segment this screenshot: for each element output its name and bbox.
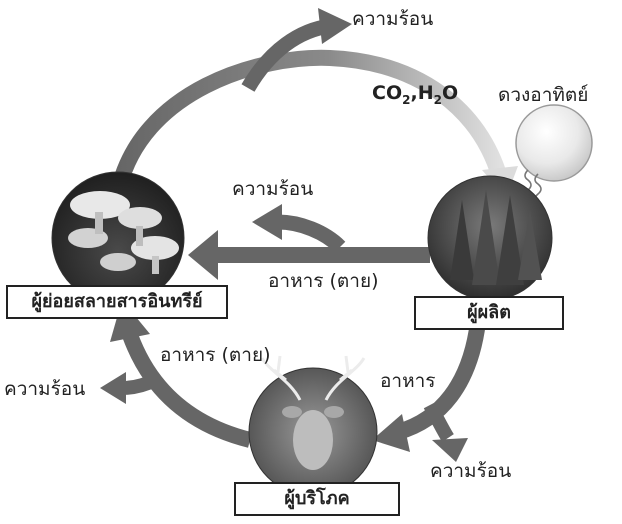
cycle-arc-top — [118, 58, 500, 192]
consumer-box: ผู้บริโภค — [234, 482, 400, 516]
heat-label-middle: ความร้อน — [232, 178, 313, 200]
consumer-image — [249, 356, 377, 496]
heat-right-arrowhead — [432, 438, 468, 462]
h2o-subscript: 2 — [434, 93, 442, 107]
sun-label: ดวงอาทิตย์ — [498, 84, 588, 106]
food-dead-label-left: อาหาร (ตาย) — [160, 344, 270, 366]
heat-left-arrow — [122, 380, 155, 388]
co2-h2o-label: CO2,H2O — [372, 82, 458, 107]
heat-left-arrowhead — [100, 372, 126, 404]
heat-label-right: ความร้อน — [430, 460, 511, 482]
chem-separator: , — [410, 82, 417, 104]
h2o-label: H — [418, 82, 434, 104]
producer-image — [428, 176, 552, 300]
food-dead-arrowhead — [188, 230, 218, 280]
heat-label-top: ความร้อน — [352, 8, 433, 30]
decomposer-box: ผู้ย่อยสลายสารอินทรีย์ — [6, 285, 228, 319]
food-dead-arrow-shaft — [214, 247, 430, 263]
food-label: อาหาร — [380, 370, 435, 392]
heat-middle-arrowhead — [252, 204, 282, 240]
heat-middle-arrow — [278, 222, 340, 247]
food-dead-label-center: อาหาร (ตาย) — [268, 270, 378, 292]
h2o-o-label: O — [442, 82, 458, 104]
heat-label-left: ความร้อน — [4, 378, 85, 400]
heat-top-arrowhead — [318, 8, 352, 44]
producer-to-consumer-arrowhead — [372, 414, 410, 452]
producer-box: ผู้ผลิต — [414, 296, 564, 330]
co2-label: CO — [372, 82, 402, 104]
